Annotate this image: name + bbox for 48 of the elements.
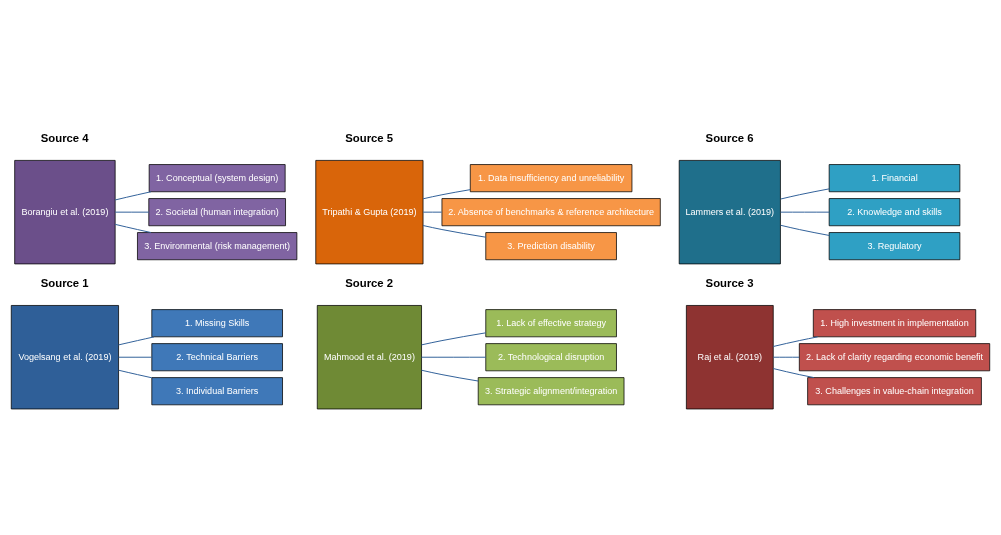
node-box: 2. Lack of clarity regarding economic benefit	[798, 343, 991, 372]
label: Source 4	[40, 131, 89, 144]
node-box: 1. High investment in implementation	[812, 309, 977, 338]
connector	[114, 211, 150, 213]
connector	[421, 332, 487, 346]
connector	[114, 223, 152, 233]
node-box: 1. Financial	[828, 164, 961, 193]
node-box: 1. Lack of effective strategy	[485, 309, 617, 338]
connector	[421, 356, 487, 358]
node-box: 2. Knowledge and skills	[828, 198, 961, 227]
label: Source 3	[705, 276, 754, 289]
connector	[422, 189, 471, 200]
connector	[780, 211, 830, 213]
node-box: 1. Data insufficiency and unreliability	[469, 164, 633, 193]
connector	[780, 188, 830, 200]
node-box: 3. Strategic alignment/integration	[477, 377, 625, 406]
connector	[772, 356, 800, 358]
node-box: 3. Environmental (risk management)	[137, 232, 298, 261]
node-box: 2. Societal (human integration)	[148, 198, 286, 227]
label: Source 2	[345, 276, 394, 289]
node-box: 2. Technical Barriers	[151, 343, 283, 372]
connector	[421, 369, 479, 382]
node-box: Tripathi & Gupta (2019)	[315, 160, 424, 265]
node-box: 2. Absence of benchmarks & reference architecture	[441, 198, 661, 227]
node-box: Vogelsang et al. (2019)	[10, 305, 119, 410]
label: Source 6	[705, 131, 754, 144]
connector	[118, 336, 155, 346]
connector	[780, 224, 830, 236]
connector	[772, 336, 819, 347]
node-box: 3. Individual Barriers	[151, 377, 283, 406]
node-box: Lammers et al. (2019)	[678, 160, 781, 265]
node-box: 1. Conceptual (system design)	[148, 164, 286, 193]
label: Source 5	[345, 131, 394, 144]
connector	[114, 191, 152, 201]
connector	[772, 368, 815, 379]
node-box: 3. Challenges in value-chain integration	[807, 377, 982, 406]
node-box: Borangiu et al. (2019)	[14, 160, 116, 265]
node-box: Raj et al. (2019)	[686, 305, 774, 410]
connector	[118, 356, 153, 358]
connector	[118, 369, 153, 379]
node-box: 3. Prediction disability	[485, 232, 617, 261]
connector	[422, 211, 443, 213]
label: Source 1	[40, 276, 89, 289]
node-box: 2. Technological disruption	[485, 343, 617, 372]
node-box: Mahmood et al. (2019)	[316, 305, 422, 410]
connector	[422, 225, 487, 238]
node-box: 3. Regulatory	[828, 232, 961, 261]
node-box: 1. Missing Skills	[151, 309, 283, 338]
